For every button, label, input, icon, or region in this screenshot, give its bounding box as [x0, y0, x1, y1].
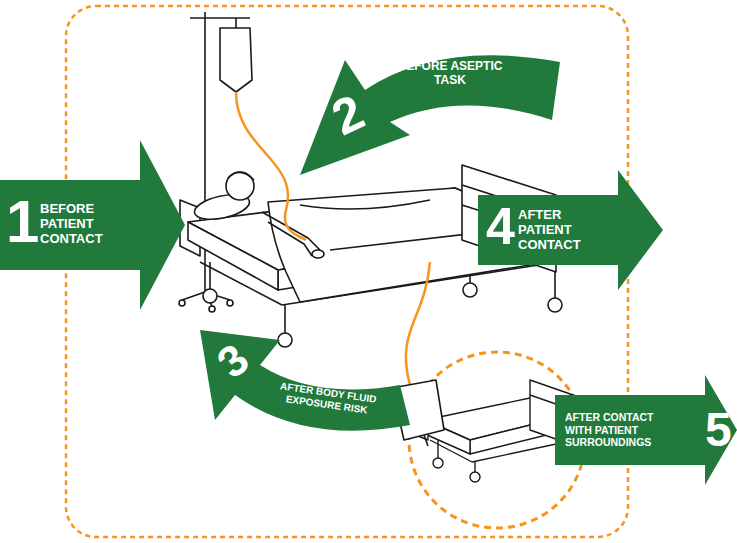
- moment-arrow: 1BEFORE PATIENT CONTACT: [0, 140, 185, 310]
- arrow-fill: [300, 55, 560, 175]
- moment-number: 1: [6, 192, 40, 252]
- arrow-fill: [478, 170, 663, 290]
- arrow-fill: [200, 330, 410, 431]
- moment-label: BEFORE ASEPTIC TASK: [390, 60, 510, 88]
- arrow-fill: [555, 375, 737, 485]
- moment-arrow: 5 AFTER CONTACT WITH PATIENT SURROUNDINGS: [555, 375, 737, 485]
- moment-arrow: 3AFTER BODY FLUID EXPOSURE RISK: [195, 325, 415, 445]
- moment-label: AFTER CONTACT WITH PATIENT SURROUNDINGS: [565, 411, 665, 449]
- catheter-tube: [406, 262, 430, 385]
- arrow-fill: [0, 140, 185, 310]
- moment-arrow: 4AFTER PATIENT CONTACT: [478, 170, 663, 290]
- moment-arrow: 2BEFORE ASEPTIC TASK: [290, 40, 565, 180]
- moment-number: 4: [486, 200, 518, 252]
- iv-tube: [236, 92, 306, 240]
- moment-label: AFTER PATIENT CONTACT: [518, 208, 596, 253]
- moment-label: BEFORE PATIENT CONTACT: [40, 202, 118, 247]
- moment-number: 5: [705, 406, 735, 454]
